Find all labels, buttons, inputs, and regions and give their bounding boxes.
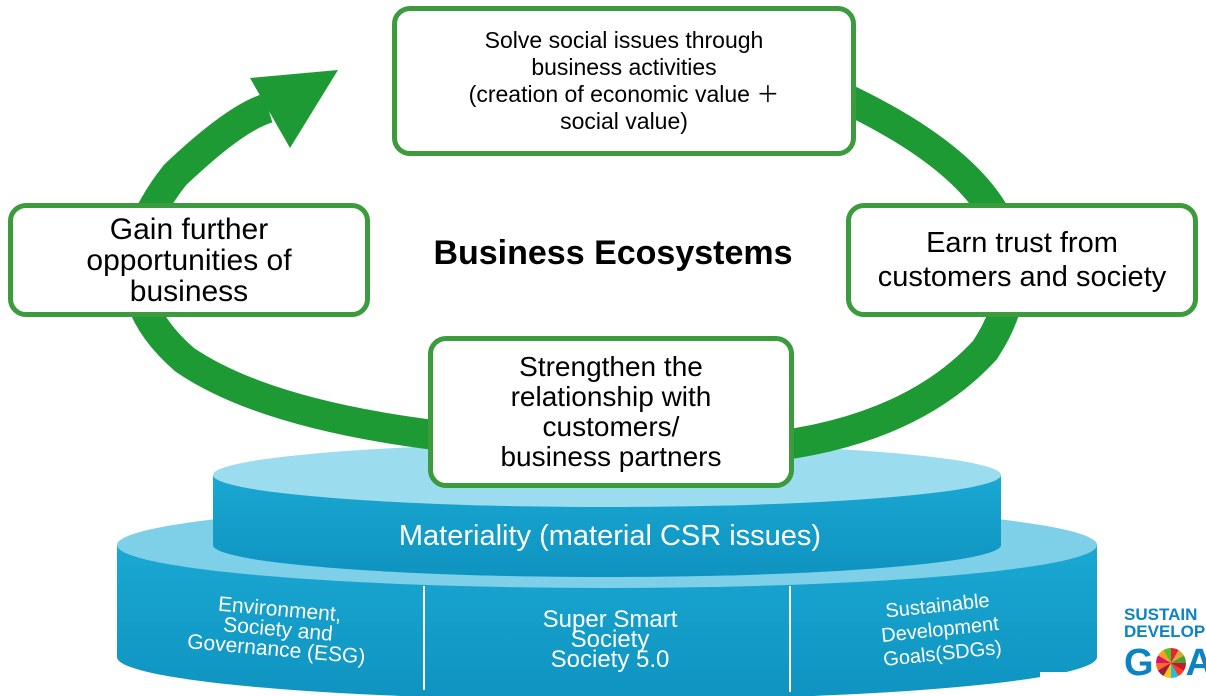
step-solve-social-issues-text: Solve social issues through business act…	[468, 27, 780, 134]
step-gain-opportunities: Gain further opportunities of business	[8, 203, 370, 317]
diagram-title: Business Ecosystems	[433, 234, 793, 272]
step-solve-social-issues: Solve social issues through business act…	[392, 6, 856, 156]
base-column-society5: Super Smart Society Society 5.0	[542, 606, 678, 673]
step-earn-trust: Earn trust from customers and society	[846, 203, 1198, 317]
step-earn-trust-text: Earn trust from customers and society	[877, 227, 1167, 293]
sdg-wheel-icon	[1155, 648, 1186, 678]
sdg-logo-g: G	[1124, 642, 1154, 684]
step-strengthen-relationship-text: Strengthen the relationship with custome…	[500, 351, 722, 472]
sdg-logo-a: A	[1185, 642, 1206, 684]
sdg-logo-line2: DEVELOP	[1124, 622, 1206, 641]
step-strengthen-relationship: Strengthen the relationship with custome…	[428, 336, 794, 488]
materiality-label: Materiality (material CSR issues)	[398, 520, 822, 552]
sdg-logo-line1: SUSTAIN	[1124, 606, 1198, 624]
step-gain-opportunities-text: Gain further opportunities of business	[86, 212, 292, 308]
